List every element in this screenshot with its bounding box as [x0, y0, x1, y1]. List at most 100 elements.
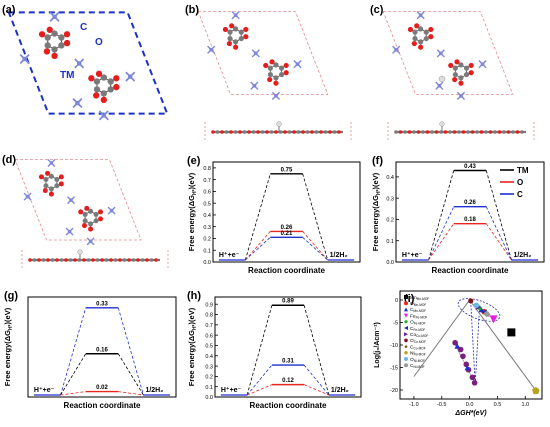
atom-label-o: O — [95, 37, 103, 48]
y-tick-label: 0.1 — [203, 248, 211, 254]
x-axis-label: Reaction coordinate — [248, 266, 325, 275]
side-atom — [55, 258, 59, 262]
side-atom — [479, 130, 484, 134]
y-axis-label: Free energy(ΔGH*)(eV) — [187, 172, 198, 251]
connector-dashed — [60, 353, 87, 396]
oxygen-atom — [98, 216, 104, 222]
molecule-unit — [78, 205, 104, 232]
carbon-atom — [54, 176, 60, 182]
y-tick-label: 0.3 — [203, 225, 211, 231]
carbon-atom — [418, 39, 424, 45]
atom-label-tm: TM — [60, 70, 75, 81]
tm-bond — [271, 95, 277, 100]
tm-bond — [235, 11, 240, 16]
legend-name: Mn — [410, 295, 417, 301]
side-atom — [86, 258, 91, 262]
marker-circle — [471, 380, 478, 386]
side-atom — [319, 130, 323, 134]
y-tick-label: 0.7 — [203, 178, 211, 184]
tm-atom — [416, 11, 425, 20]
carbon-atom — [48, 186, 54, 192]
tm-bond — [24, 58, 30, 65]
tm-bond — [72, 102, 79, 109]
side-atom — [136, 258, 140, 262]
side-atom — [412, 130, 416, 134]
carbon-atom — [463, 65, 470, 71]
level-value-label: 0.16 — [96, 347, 108, 353]
tm-bond — [49, 11, 56, 18]
oxygen-atom — [58, 174, 64, 180]
tm-bond — [70, 199, 75, 205]
connector-dashed — [246, 384, 273, 396]
side-atom — [265, 130, 269, 134]
side-atom — [484, 130, 488, 134]
legend-label: ONi-MOF — [410, 357, 425, 363]
level-value-label: 0.18 — [464, 217, 476, 223]
initial-state-label: H⁺+e⁻ — [221, 386, 242, 394]
y-tick-label: 0.6 — [203, 190, 211, 196]
legend-sub: Fe-MOF — [416, 315, 428, 319]
tm-atom — [435, 81, 444, 90]
level-value-label: 0.02 — [96, 385, 108, 391]
side-view — [21, 249, 169, 270]
tm-bond — [86, 237, 92, 242]
carbon-atom — [452, 65, 458, 71]
tm-bond — [436, 52, 442, 58]
x-tick-label: 0.0 — [466, 402, 474, 408]
tm-bond — [438, 85, 444, 90]
oxygen-atom — [428, 34, 434, 40]
oxygen-atom — [458, 80, 464, 86]
side-atom — [452, 130, 457, 134]
tm-bond — [460, 91, 466, 97]
side-atom — [314, 130, 319, 134]
carbon-atom — [48, 173, 54, 179]
side-atom — [215, 130, 220, 134]
tm-bond — [72, 98, 79, 104]
side-atom — [332, 130, 337, 134]
oxygen-atom — [273, 80, 279, 86]
y-tick-label: 0.0 — [205, 395, 213, 401]
connector-dashed — [303, 364, 330, 396]
panel-label: (i) — [404, 293, 415, 305]
tm-bond — [210, 49, 216, 54]
connector-dashed — [245, 236, 271, 261]
plot-frame — [212, 161, 361, 263]
marker-square — [507, 328, 516, 337]
panel-label-a: (a) — [2, 4, 16, 16]
carbon-atom — [82, 218, 88, 224]
carbon-atom — [233, 39, 239, 45]
marker-circle — [452, 339, 458, 346]
level-value-label: 0.21 — [281, 231, 293, 237]
side-view — [204, 121, 352, 142]
panel-label-c: (c) — [370, 4, 384, 16]
molecule-unit — [407, 23, 434, 50]
y-tick-label: -15 — [390, 366, 398, 372]
tm-bond — [76, 102, 83, 109]
legend-name: O — [410, 357, 414, 363]
tm-atom — [65, 227, 74, 236]
carbon-atom — [51, 46, 58, 53]
tm-bond — [416, 14, 422, 20]
side-atom — [82, 258, 86, 262]
side-atom — [251, 130, 256, 134]
oxygen-atom — [78, 209, 84, 215]
oxygen-atom — [63, 31, 71, 38]
carbon-atom — [51, 30, 58, 37]
tm-bond — [70, 196, 75, 201]
carbon-atom — [452, 72, 458, 78]
marker-square — [404, 295, 408, 299]
oxygen-atom — [454, 59, 460, 65]
tm-atom — [250, 81, 259, 90]
oxygen-atom — [229, 23, 235, 29]
initial-state-label: H⁺+e⁻ — [402, 251, 423, 259]
cluster-ellipse — [457, 298, 501, 322]
tm-bond — [65, 227, 71, 233]
plot-frame — [399, 290, 543, 400]
structure-d — [14, 159, 169, 270]
connector-dashed — [302, 236, 328, 261]
side-atom — [220, 130, 224, 134]
side-atom — [497, 130, 502, 134]
tm-atom — [456, 91, 466, 100]
